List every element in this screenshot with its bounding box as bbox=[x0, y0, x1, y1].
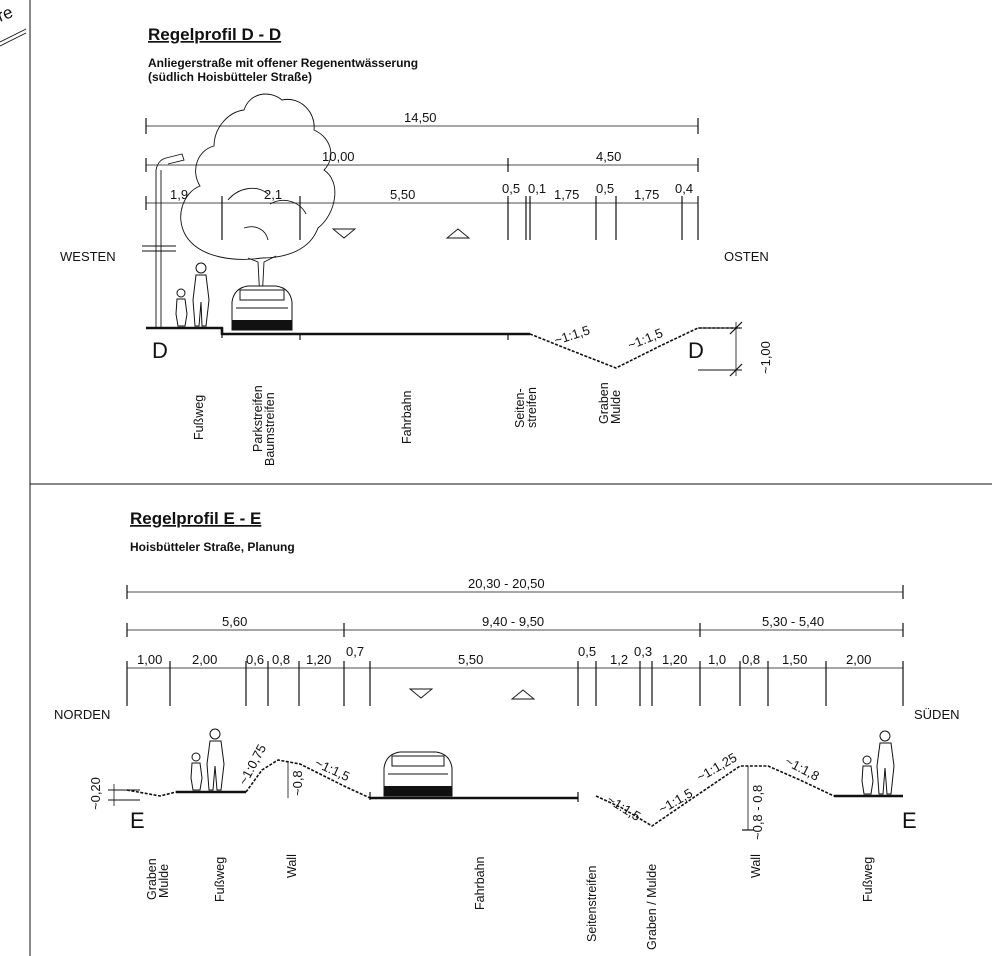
d-car-icon bbox=[231, 285, 293, 331]
e-seg-11: 1,20 bbox=[662, 652, 687, 667]
d-zone-graben-2: Mulde bbox=[609, 390, 623, 424]
e-water-level-icon bbox=[408, 688, 434, 699]
profile-e: Regelprofil E - E Hoisbütteler Straße, P… bbox=[54, 509, 960, 950]
e-slope-graben-left: ~1:1,5 bbox=[604, 792, 643, 824]
d-depth: ~1,00 bbox=[758, 341, 773, 374]
e-seg-2: 2,00 bbox=[192, 652, 217, 667]
profile-d-dimensions: 14,50 10,00 4,50 1,9 2,1 5,50 0,5 0,1 1,… bbox=[145, 110, 699, 240]
d-slope-left: ~1:1,5 bbox=[552, 322, 591, 348]
d-seg-5: 0,1 bbox=[528, 181, 546, 196]
d-zone-seiten-2: streifen bbox=[525, 387, 539, 428]
d-marker-right: D bbox=[688, 338, 704, 363]
e-slope-wall-right: ~1:1,25 bbox=[694, 750, 739, 785]
d-water-level-icon bbox=[331, 228, 357, 239]
e-width-middle: 9,40 - 9,50 bbox=[482, 614, 544, 629]
d-seg-3: 5,50 bbox=[390, 187, 415, 202]
e-zone-graben-mulde: Graben / Mulde bbox=[645, 864, 659, 950]
d-seg-2: 2,1 bbox=[264, 187, 282, 202]
e-side-left: NORDEN bbox=[54, 707, 110, 722]
e-car-icon bbox=[383, 751, 453, 797]
e-graben-left bbox=[126, 789, 177, 797]
d-zone-parkstreifen: Parkstreifen bbox=[251, 385, 265, 452]
profile-e-subtitle: Hoisbütteler Straße, Planung bbox=[130, 540, 295, 554]
d-zone-graben-1: Graben bbox=[597, 382, 611, 424]
d-zone-fussweg: Fußweg bbox=[192, 395, 206, 440]
d-seg-7: 0,5 bbox=[596, 181, 614, 196]
e-slope-right-2: ~1:1,8 bbox=[783, 753, 822, 783]
d-zone-baumstreifen: Baumstreifen bbox=[263, 392, 277, 466]
e-seg-1: 1,00 bbox=[137, 652, 162, 667]
d-seg-9: 0,4 bbox=[675, 181, 693, 196]
e-seg-4: 0,8 bbox=[272, 652, 290, 667]
d-zone-seiten-1: Seiten- bbox=[513, 388, 527, 428]
d-seg-8: 1,75 bbox=[634, 187, 659, 202]
e-seg-15: 2,00 bbox=[846, 652, 871, 667]
e-zone-mulde: Mulde bbox=[157, 864, 171, 898]
d-seg-1: 1,9 bbox=[170, 187, 188, 202]
e-slope-graben-right: ~1:1,5 bbox=[656, 785, 695, 816]
profile-e-dimensions: 20,30 - 20,50 5,60 9,40 - 9,50 5,30 - 5,… bbox=[126, 576, 904, 706]
corner-text: re bbox=[0, 2, 16, 25]
e-width-right: 5,30 - 5,40 bbox=[762, 614, 824, 629]
e-seg-9: 1,2 bbox=[610, 652, 628, 667]
d-overall-width: 14,50 bbox=[404, 110, 437, 125]
e-zone-fussweg-left: Fußweg bbox=[213, 857, 227, 902]
corner-line bbox=[0, 28, 27, 43]
e-seg-13: 0,8 bbox=[742, 652, 760, 667]
d-road-crown-icon bbox=[445, 228, 471, 239]
d-side-right: OSTEN bbox=[724, 249, 769, 264]
e-overall-width: 20,30 - 20,50 bbox=[468, 576, 545, 591]
d-seg-6: 1,75 bbox=[554, 187, 579, 202]
e-zone-wall-right: Wall bbox=[749, 854, 763, 878]
e-depth-left: ~0,20 bbox=[88, 777, 103, 810]
profile-d-title: Regelprofil D - D bbox=[148, 25, 281, 44]
e-graben-wall-right bbox=[595, 765, 835, 827]
d-side-left: WESTEN bbox=[60, 249, 116, 264]
e-seg-8: 0,5 bbox=[578, 644, 596, 659]
e-seg-12: 1,0 bbox=[708, 652, 726, 667]
e-marker-left: E bbox=[130, 808, 145, 833]
d-seg-4: 0,5 bbox=[502, 181, 520, 196]
e-wall-height-right: ~0,8 - 0,8 bbox=[750, 785, 765, 840]
d-width-right: 4,50 bbox=[596, 149, 621, 164]
e-seg-3: 0,6 bbox=[246, 652, 264, 667]
d-slope-right: ~1:1,5 bbox=[626, 325, 665, 353]
d-zone-fahrbahn: Fahrbahn bbox=[400, 390, 414, 444]
d-road-surface bbox=[146, 326, 530, 336]
profile-d-subtitle-line1: Anliegerstraße mit offener Regenentwässe… bbox=[148, 56, 418, 70]
e-width-left: 5,60 bbox=[222, 614, 247, 629]
e-zone-fussweg-right: Fußweg bbox=[861, 857, 875, 902]
e-pedestrian-left-icon bbox=[190, 728, 225, 791]
e-road-crown-icon bbox=[510, 689, 536, 700]
e-zone-wall-left: Wall bbox=[285, 854, 299, 878]
e-pedestrian-right-icon bbox=[861, 730, 895, 795]
d-pedestrian-icon bbox=[175, 262, 210, 327]
profile-d-subtitle-line2: (südlich Hoisbütteler Straße) bbox=[148, 70, 312, 84]
e-seg-7: 5,50 bbox=[458, 652, 483, 667]
e-seg-14: 1,50 bbox=[782, 652, 807, 667]
corner-line-2 bbox=[0, 32, 27, 47]
e-seg-5: 1,20 bbox=[306, 652, 331, 667]
e-zone-seitenstreifen: Seitenstreifen bbox=[585, 866, 599, 942]
e-slope-wall-left: ~1:0,75 bbox=[235, 742, 269, 788]
e-wall-height-left: ~0,8 bbox=[290, 770, 305, 796]
e-zone-graben: Graben bbox=[145, 858, 159, 900]
d-street-lamp-icon bbox=[142, 153, 185, 328]
e-side-right: SÜDEN bbox=[914, 707, 960, 722]
d-marker-left: D bbox=[152, 338, 168, 363]
profile-e-title: Regelprofil E - E bbox=[130, 509, 261, 528]
e-marker-right: E bbox=[902, 808, 917, 833]
e-seg-10: 0,3 bbox=[634, 644, 652, 659]
profile-d: Regelprofil D - D Anliegerstraße mit off… bbox=[60, 25, 773, 466]
d-width-left: 10,00 bbox=[322, 149, 355, 164]
e-wall-left bbox=[245, 759, 371, 799]
e-zone-fahrbahn: Fahrbahn bbox=[473, 856, 487, 910]
e-seg-6: 0,7 bbox=[346, 644, 364, 659]
